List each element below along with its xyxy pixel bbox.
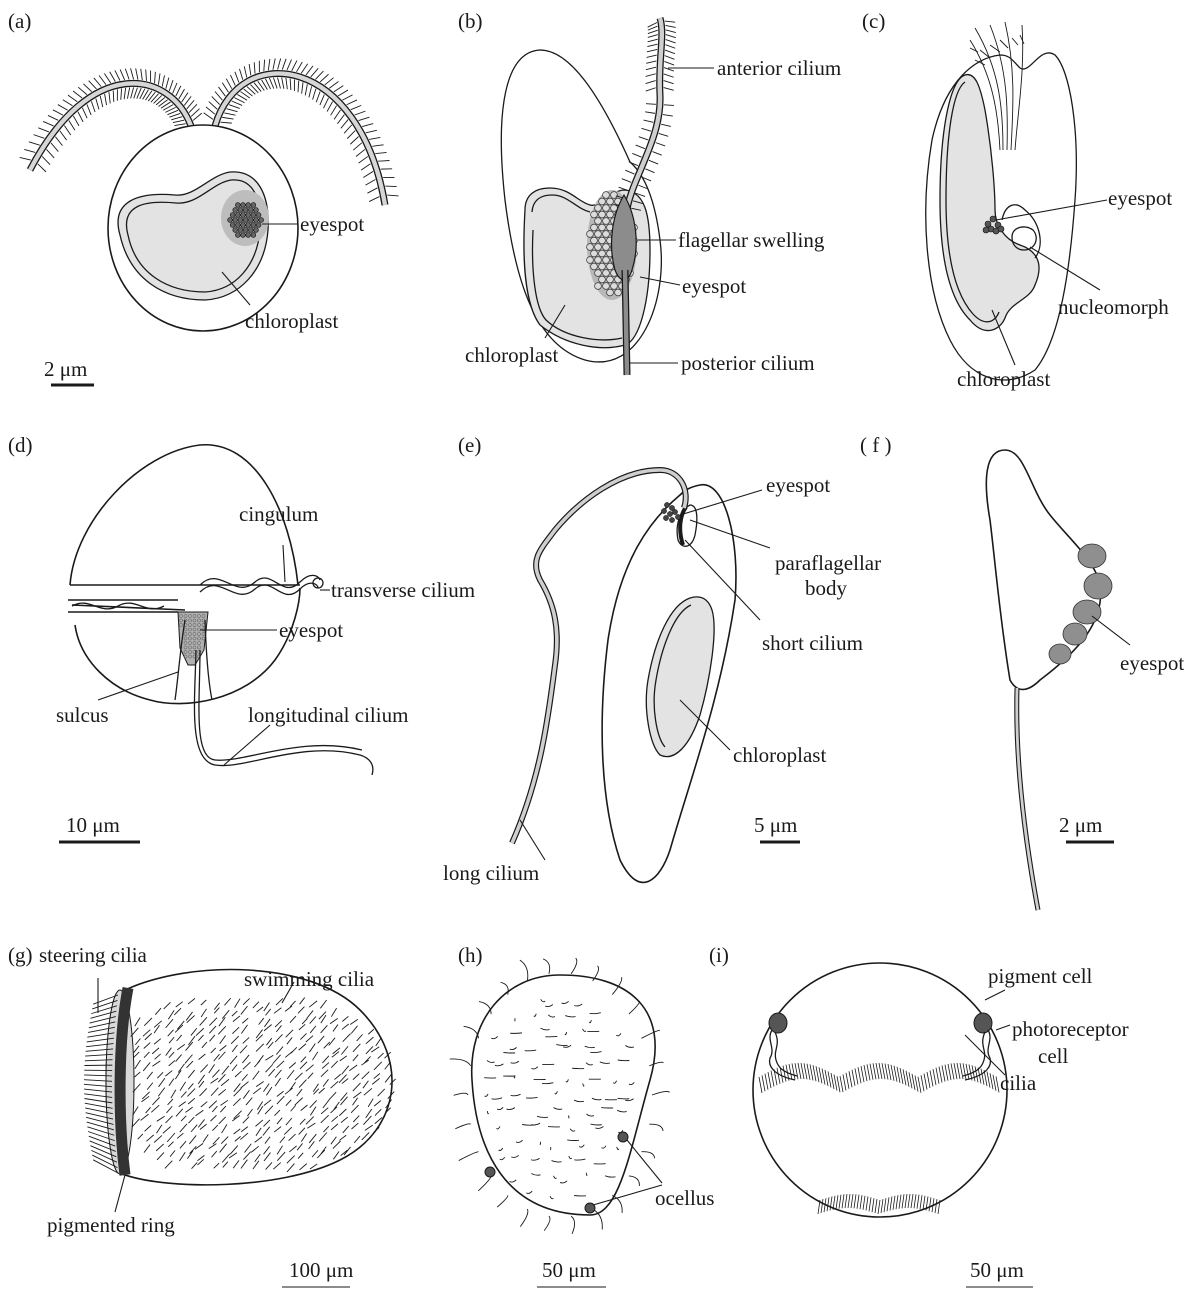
- panel-d-tag: (d): [8, 433, 33, 457]
- swimming-cilia-g: [131, 998, 396, 1172]
- label-flagellar-swelling-b: flagellar swelling: [678, 228, 825, 252]
- label-posterior-cilium-b: posterior cilium: [681, 351, 815, 375]
- panel-c: (c) eyespot nucleomorph chloroplast: [862, 9, 1172, 391]
- panel-f-tag: ( f ): [860, 433, 891, 457]
- label-cingulum-d: cingulum: [239, 502, 318, 526]
- eyespot-f: [1049, 544, 1112, 664]
- label-paraflagellar-body-e: body: [805, 576, 848, 600]
- label-sulcus-d: sulcus: [56, 703, 109, 727]
- scale-label-i: 50 μm: [970, 1258, 1024, 1282]
- label-long-cilium-e: long cilium: [443, 861, 539, 885]
- panel-i: (i) pigment cell photoreceptor cell cili…: [709, 943, 1129, 1287]
- panel-d: (d) cingulum transverse cilium eyespot s…: [8, 433, 475, 842]
- label-ocellus-h: ocellus: [655, 1186, 714, 1210]
- eyespot-a: [221, 190, 269, 246]
- label-eyespot-d: eyespot: [279, 618, 343, 642]
- label-eyespot-e: eyespot: [766, 473, 830, 497]
- label-pigment-cell-i: pigment cell: [988, 964, 1093, 988]
- scale-label-h: 50 μm: [542, 1258, 596, 1282]
- scale-label-e: 5 μm: [754, 813, 797, 837]
- panel-g: (g) steering cilia swimming cilia pigmen…: [8, 943, 396, 1287]
- larva-body-g: [106, 970, 392, 1185]
- label-paraflagellar-e: paraflagellar: [775, 551, 881, 575]
- label-short-cilium-e: short cilium: [762, 631, 863, 655]
- scale-label-a: 2 μm: [44, 357, 87, 381]
- panel-e: (e) eyespot paraflagellar body short cil…: [443, 433, 881, 885]
- panel-g-tag: (g): [8, 943, 33, 967]
- eyespot-e: [661, 502, 680, 522]
- label-eyespot-b: eyespot: [682, 274, 746, 298]
- panel-a-tag: (a): [8, 9, 31, 33]
- label-pigmented-ring-g: pigmented ring: [47, 1213, 175, 1237]
- panel-h-tag: (h): [458, 943, 483, 967]
- panel-f: ( f ) eyespot 2 μm: [860, 433, 1184, 910]
- label-anterior-cilium-b: anterior cilium: [717, 56, 841, 80]
- scale-label-f: 2 μm: [1059, 813, 1102, 837]
- label-chloroplast-e: chloroplast: [733, 743, 826, 767]
- chloroplast-c: [940, 75, 1039, 331]
- panel-c-tag: (c): [862, 9, 885, 33]
- posterior-cilium-b: [625, 270, 627, 375]
- cell-body-f: [986, 450, 1100, 689]
- label-chloroplast-b: chloroplast: [465, 343, 558, 367]
- label-chloroplast-c: chloroplast: [957, 367, 1050, 391]
- label-chloroplast-a: chloroplast: [245, 309, 338, 333]
- label-cilia-i: cilia: [1000, 1071, 1037, 1095]
- larva-body-i: [753, 963, 1007, 1217]
- label-longitudinal-cilium-d: longitudinal cilium: [248, 703, 408, 727]
- ciliary-band-i: [759, 1063, 999, 1214]
- panel-b: (b) anterior cilium flagellar swelling e…: [458, 9, 841, 375]
- label-eyespot-a: eyespot: [300, 212, 364, 236]
- label-nucleomorph-c: nucleomorph: [1058, 295, 1169, 319]
- anterior-cilium-b: [614, 18, 676, 215]
- label-eyespot-c: eyespot: [1108, 186, 1172, 210]
- label-steering-cilia-g: steering cilia: [39, 943, 148, 967]
- larva-body-h: [472, 975, 655, 1215]
- label-transverse-cilium-d: transverse cilium: [331, 578, 475, 602]
- label-photoreceptor-i: photoreceptor: [1012, 1017, 1129, 1041]
- scale-label-g: 100 μm: [289, 1258, 353, 1282]
- transverse-cilium-d: [72, 575, 320, 609]
- pigment-cell-i: [769, 1013, 992, 1033]
- panel-a: (a) eyespot chloroplast 2 μm: [8, 9, 399, 385]
- panel-b-tag: (b): [458, 9, 483, 33]
- label-swimming-cilia-g: swimming cilia: [244, 967, 375, 991]
- panel-h: (h) ocellus 50 μm: [450, 943, 715, 1287]
- scale-label-d: 10 μm: [66, 813, 120, 837]
- panel-e-tag: (e): [458, 433, 481, 457]
- label-photoreceptor-cell-i: cell: [1038, 1044, 1068, 1068]
- panel-i-tag: (i): [709, 943, 729, 967]
- label-eyespot-f: eyespot: [1120, 651, 1184, 675]
